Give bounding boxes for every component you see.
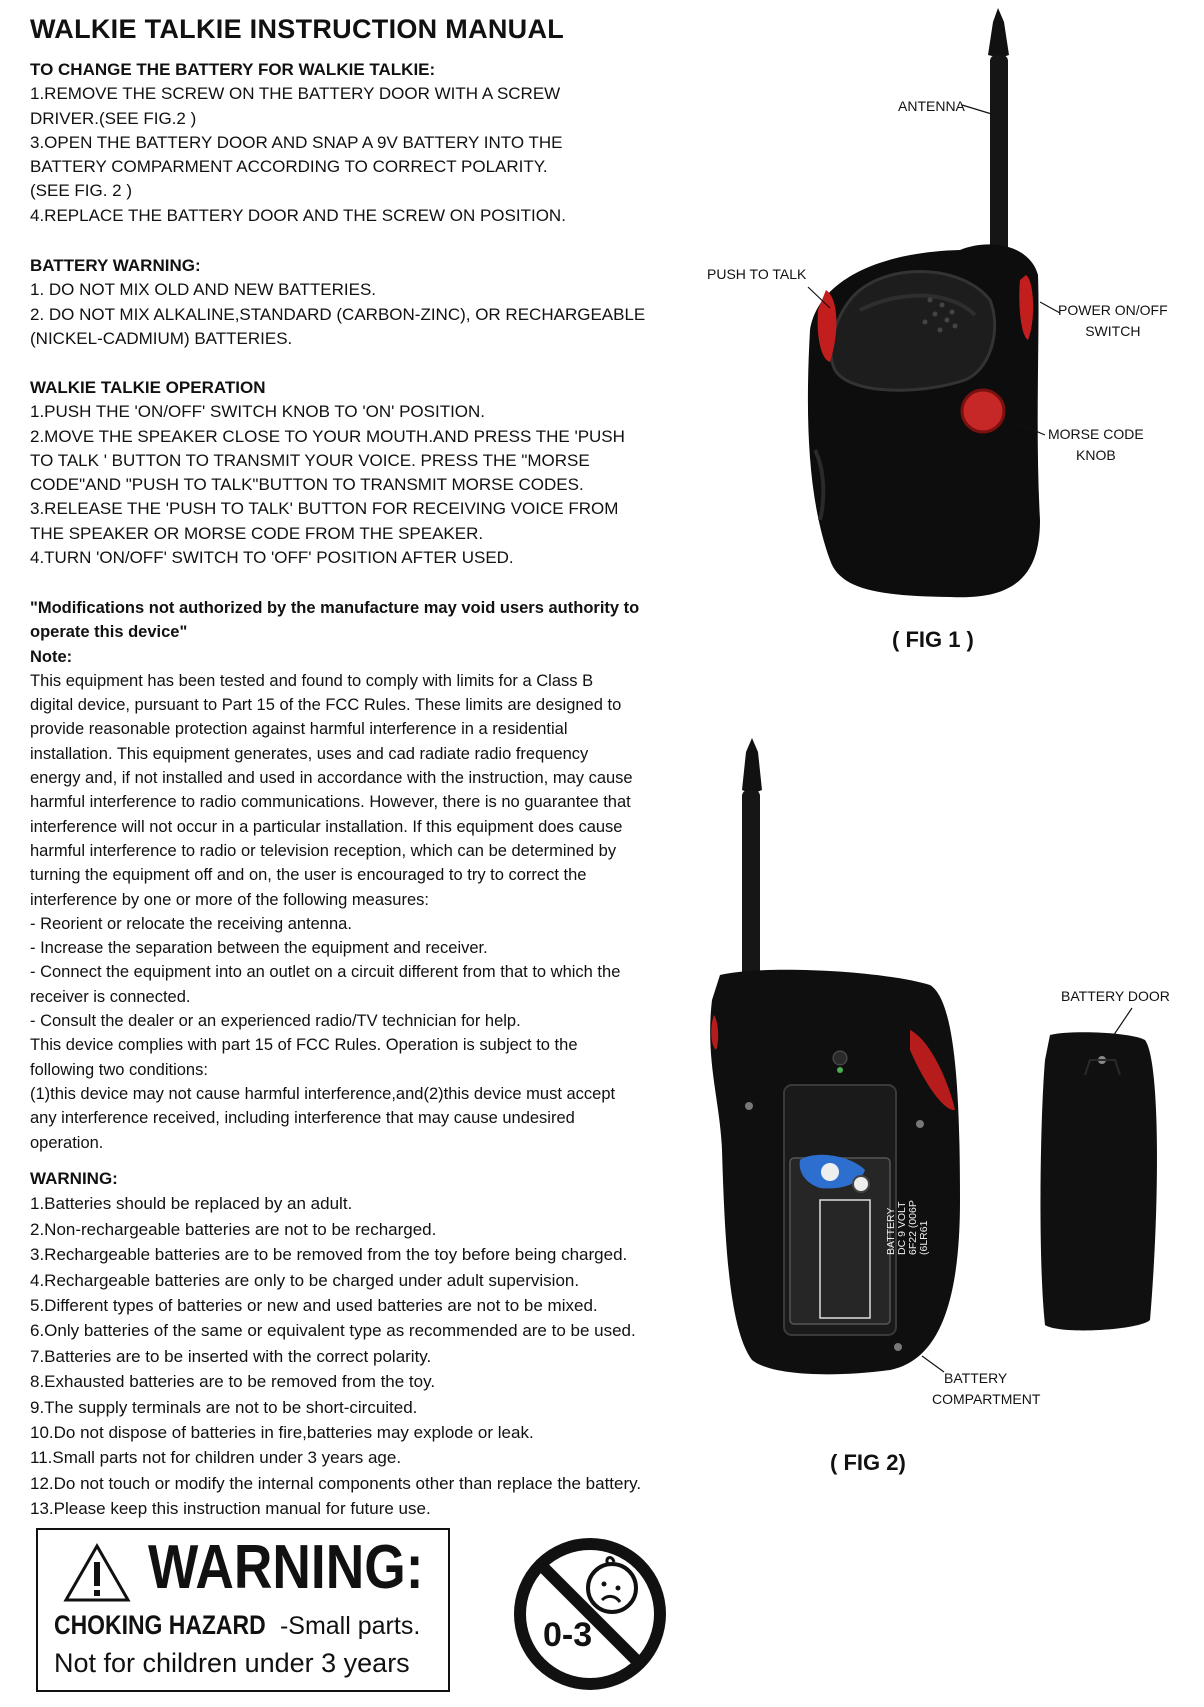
operation-section: WALKIE TALKIE OPERATION 1.PUSH THE 'ON/O… [30,376,700,570]
text-line: 1.REMOVE THE SCREW ON THE BATTERY DOOR W… [30,84,561,104]
text-line: installation. This equipment generates, … [30,744,589,763]
text-line: harmful interference to radio or televis… [30,841,617,860]
text-line: This equipment has been tested and found… [30,671,594,690]
text-line: interference will not occur in a particu… [30,817,623,836]
text-line: - Reorient or relocate the receiving ant… [30,914,352,933]
choking-line-2: Not for children under 3 years [54,1648,410,1678]
text-line: provide reasonable protection against ha… [30,720,568,739]
text-line: 1. DO NOT MIX OLD AND NEW BATTERIES. [30,280,377,300]
label-line: BATTERY [944,1370,1008,1386]
list-item: 11.Small parts not for children under 3 … [30,1448,402,1468]
text-line: (1)this device may not cause harmful int… [30,1084,616,1103]
label-line: POWER ON/OFF [1058,302,1168,318]
warning-heading: WARNING: [30,1169,118,1188]
text-line: 2.MOVE THE SPEAKER CLOSE TO YOUR MOUTH.A… [30,426,625,446]
antenna-label: ANTENNA [898,98,965,114]
text-line: THE SPEAKER OR MORSE CODE FROM THE SPEAK… [30,523,484,543]
text-line: (SEE FIG. 2 ) [30,181,133,201]
no-under-3-icon [514,1538,666,1690]
text-line: operation. [30,1133,104,1152]
list-item: 13.Please keep this instruction manual f… [30,1499,431,1519]
text-line: 4.TURN 'ON/OFF' SWITCH TO 'OFF' POSITION… [30,548,514,568]
text-line: BATTERY COMPARMENT ACCORDING TO CORRECT … [30,157,548,177]
text-line: 3.RELEASE THE 'PUSH TO TALK' BUTTON FOR … [30,499,619,519]
power-switch-label: POWER ON/OFF SWITCH [1058,300,1168,342]
warning-big-text: WARNING: [148,1533,424,1602]
modification-notice: operate this device" [30,623,188,642]
battery-print-line: (6LR61 [918,1220,930,1255]
text-line: energy and, if not installed and used in… [30,769,633,788]
text-line: - Increase the separation between the eq… [30,939,488,958]
battery-change-heading: TO CHANGE THE BATTERY FOR WALKIE TALKIE: [30,60,436,79]
page-title: WALKIE TALKIE INSTRUCTION MANUAL [30,14,565,44]
age-range-text: 0-3 [543,1616,593,1654]
list-item: 4.Rechargeable batteries are only to be … [30,1270,580,1290]
list-item: 2.Non-rechargeable batteries are not to … [30,1219,437,1239]
text-line: TO TALK ' BUTTON TO TRANSMIT YOUR VOICE.… [30,450,590,470]
text-line: any interference received, including int… [30,1109,575,1128]
text-line: 3.OPEN THE BATTERY DOOR AND SNAP A 9V BA… [30,132,563,152]
fcc-section: "Modifications not authorized by the man… [30,596,700,1155]
choking-line-1: CHOKING HAZARD -Small parts. [54,1610,420,1641]
text-line: CODE"AND "PUSH TO TALK"BUTTON TO TRANSMI… [30,475,584,495]
label-line: COMPARTMENT [932,1391,1041,1407]
note-label: Note: [30,647,73,666]
list-item: 8.Exhausted batteries are to be removed … [30,1372,436,1392]
list-item: 5.Different types of batteries or new an… [30,1296,598,1316]
walkie-talkie-front-illustration [807,8,1061,598]
battery-warning-section: BATTERY WARNING: 1. DO NOT MIX OLD AND N… [30,254,700,351]
label-line: MORSE CODE [1048,426,1144,442]
battery-compartment-label: BATTERY COMPARTMENT [932,1368,1040,1410]
list-item: 7.Batteries are to be inserted with the … [30,1346,432,1366]
text-line: harmful interference to radio communicat… [30,793,631,812]
list-item: 1.Batteries should be replaced by an adu… [30,1194,353,1214]
battery-warning-heading: BATTERY WARNING: [30,256,201,275]
text-line: 2. DO NOT MIX ALKALINE,STANDARD (CARBON-… [30,304,646,324]
label-line: KNOB [1076,447,1116,463]
text-line: 4.REPLACE THE BATTERY DOOR AND THE SCREW… [30,205,566,225]
choking-hazard-text: CHOKING HAZARD [54,1610,266,1640]
text-line: (NICKEL-CADMIUM) BATTERIES. [30,328,293,348]
small-parts-text: -Small parts. [279,1612,421,1640]
morse-knob-label: MORSE CODE KNOB [1048,424,1144,466]
list-item: 9.The supply terminals are not to be sho… [30,1397,418,1417]
fig2-caption: ( FIG 2) [830,1450,906,1475]
push-to-talk-label: PUSH TO TALK [707,266,807,282]
text-line: interference by one or more of the follo… [30,890,429,909]
text-line: - Consult the dealer or an experienced r… [30,1012,521,1031]
modification-notice: "Modifications not authorized by the man… [30,599,640,617]
choking-hazard-warning: WARNING: CHOKING HAZARD -Small parts. No… [36,1528,450,1692]
list-item: 3.Rechargeable batteries are to be remov… [30,1245,628,1265]
text-line: - Connect the equipment into an outlet o… [30,963,621,982]
list-item: 6.Only batteries of the same or equivale… [30,1321,636,1341]
text-line: DRIVER.(SEE FIG.2 ) [30,108,197,128]
list-item: 10.Do not dispose of batteries in fire,b… [30,1423,534,1443]
text-line: following two conditions: [30,1060,208,1079]
warning-triangle-icon [63,1542,131,1602]
text-line: 1.PUSH THE 'ON/OFF' SWITCH KNOB TO 'ON' … [30,402,486,422]
text-line: This device complies with part 15 of FCC… [30,1036,578,1055]
operation-heading: WALKIE TALKIE OPERATION [30,378,266,397]
text-line: turning the equipment off and on, the us… [30,866,587,885]
walkie-talkie-back-illustration [710,738,1157,1375]
battery-print: BATTERY DC 9 VOLT 6F22 (006P (6LR61 [885,1125,930,1255]
fig1-caption: ( FIG 1 ) [892,627,974,652]
text-line: receiver is connected. [30,987,191,1006]
battery-change-section: TO CHANGE THE BATTERY FOR WALKIE TALKIE:… [30,58,700,228]
text-line: digital device, pursuant to Part 15 of t… [30,696,622,715]
warning-list-section: WARNING: 1.Batteries should be replaced … [30,1166,700,1522]
list-item: 12.Do not touch or modify the internal c… [30,1473,642,1493]
label-line: SWITCH [1085,323,1141,339]
battery-door-label: BATTERY DOOR [1061,988,1170,1004]
